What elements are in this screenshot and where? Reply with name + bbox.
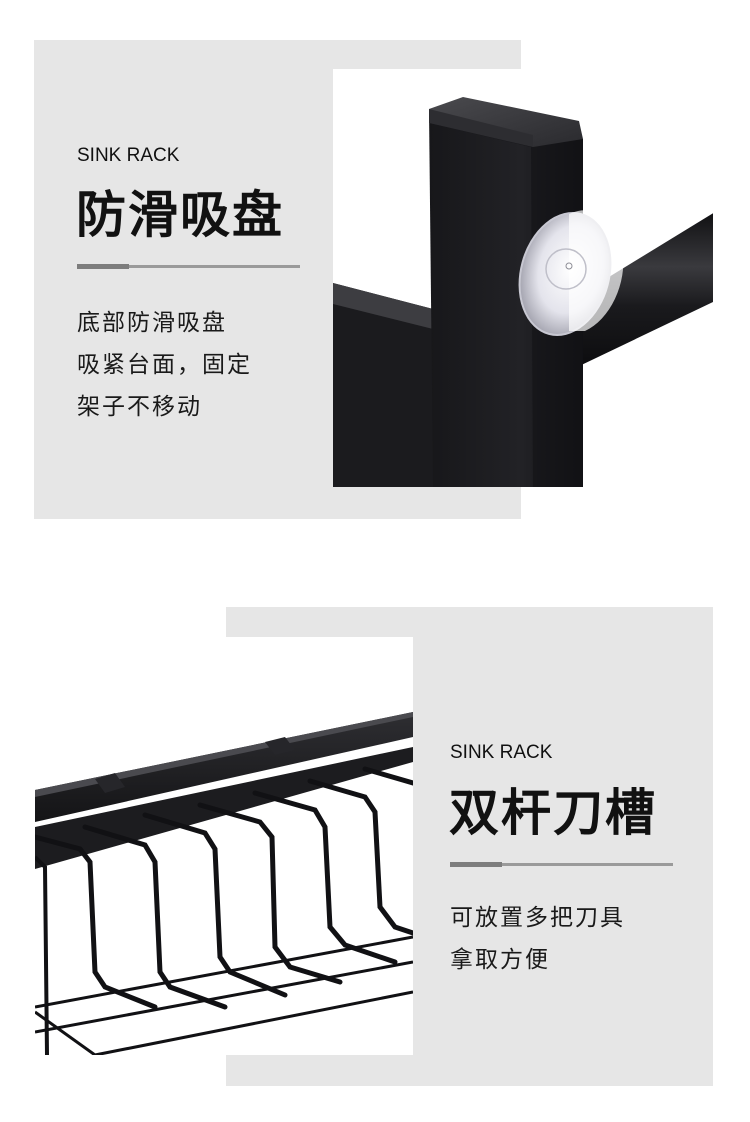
section-2-product-photo <box>35 637 413 1055</box>
section-1-eyebrow: SINK RACK <box>77 145 180 166</box>
description-line: 拿取方便 <box>450 947 550 973</box>
suction-cup-frame-illustration <box>333 97 713 487</box>
section-1-product-photo <box>333 69 713 487</box>
section-2-divider <box>450 862 673 867</box>
section-1-description: 底部防滑吸盘 吸紧台面，固定 架子不移动 <box>77 302 252 428</box>
description-line: 架子不移动 <box>77 394 202 420</box>
section-2-description: 可放置多把刀具 拿取方便 <box>450 897 625 981</box>
section-1-title: 防滑吸盘 <box>76 186 284 244</box>
knife-slot-rack-illustration <box>35 712 413 1055</box>
description-line: 底部防滑吸盘 <box>77 310 227 336</box>
description-line: 吸紧台面，固定 <box>77 352 252 378</box>
section-1-divider <box>77 264 300 269</box>
section-2-title: 双杆刀槽 <box>449 784 657 842</box>
section-2-eyebrow: SINK RACK <box>450 742 553 763</box>
description-line: 可放置多把刀具 <box>450 905 625 931</box>
